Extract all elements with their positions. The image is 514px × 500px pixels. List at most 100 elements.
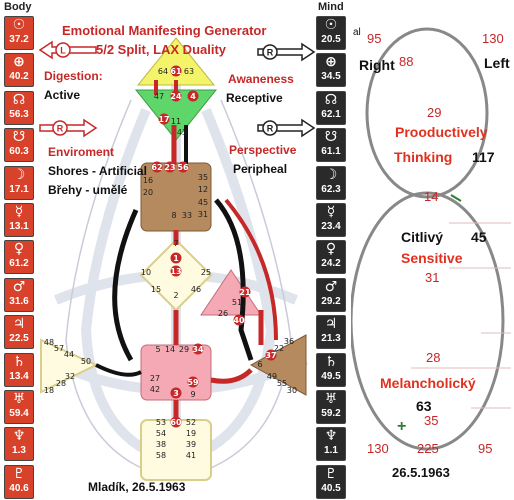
svg-text:R: R: [267, 48, 274, 58]
gate-39: 39: [186, 440, 196, 449]
mind-planet-neptune: ♆1.1: [316, 427, 346, 462]
gate-45: 45: [198, 198, 208, 207]
gate-marker: [170, 252, 182, 264]
gate-20: 20: [143, 188, 153, 197]
gate-54: 54: [156, 429, 166, 438]
body-planet-venus: ♀61.2: [4, 240, 34, 275]
gate-15: 15: [151, 285, 161, 294]
planet-gate-value: 59.2: [321, 408, 341, 419]
gate-6: 6: [257, 360, 262, 369]
neptune-icon: ♆: [12, 428, 26, 445]
variable-ovals: +: [351, 27, 511, 451]
gate-7: 7: [173, 239, 178, 248]
gate-58: 58: [156, 451, 166, 460]
gate-29: 29: [179, 345, 189, 354]
gate-marker: [151, 161, 163, 173]
environment-label: Enviroment: [48, 145, 115, 159]
planet-gate-value: 20.5: [321, 34, 341, 45]
citlivy-value: 45: [471, 229, 487, 245]
gate-34: 34: [192, 345, 204, 354]
venus-icon: ♀: [325, 241, 337, 258]
planet-gate-value: 59.4: [9, 408, 29, 419]
body-planet-north-node: ☊56.3: [4, 90, 34, 125]
body-planet-uranus: ♅59.4: [4, 390, 34, 424]
bodygraph-caption: Mladík, 26.5.1963: [88, 480, 186, 494]
sensitive-label: Sensitive: [401, 250, 463, 266]
body-planet-sun: ☉37.2: [4, 16, 34, 50]
gate-marker: [192, 343, 204, 355]
gate-55: 55: [277, 379, 287, 388]
uranus-icon: ♅: [12, 391, 26, 407]
left-label: Left: [484, 55, 510, 71]
left-arrow-indicator: L: [38, 40, 97, 60]
planet-gate-value: 31.6: [9, 295, 29, 307]
gate-62: 62: [151, 163, 162, 172]
gate-marker: [239, 286, 251, 298]
gate-59: 59: [187, 378, 199, 387]
planet-gate-value: 61.2: [9, 258, 29, 270]
planet-gate-value: 61.1: [321, 146, 341, 158]
jupiter-icon: ♃: [12, 316, 26, 333]
gate-marker: [187, 90, 199, 102]
gate-43: 43: [177, 128, 187, 137]
gate-21: 21: [239, 288, 251, 297]
perspective-label: Perspective: [229, 143, 297, 157]
gate-24: 24: [170, 92, 182, 101]
pluto-icon: ♇: [12, 465, 26, 482]
planet-gate-value: 17.1: [9, 183, 29, 195]
body-planet-pluto: ♇40.6: [4, 464, 34, 499]
gate-14: 14: [165, 345, 175, 354]
mind-planet-venus: ♀24.2: [316, 240, 346, 275]
top-right-number: 130: [482, 31, 504, 46]
gate-53: 53: [156, 418, 166, 427]
mind-planet-uranus: ♅59.2: [316, 390, 346, 424]
gate-3: 3: [173, 389, 179, 398]
jupiter-icon: ♃: [324, 316, 338, 333]
planet-gate-value: 49.5: [321, 370, 341, 382]
gate-16: 16: [143, 176, 153, 185]
root-center: [140, 419, 212, 481]
planet-gate-value: 56.3: [9, 108, 29, 120]
citlivy-label: Citlivý: [401, 229, 444, 245]
al-fragment: al: [353, 27, 361, 38]
gate-46: 46: [191, 285, 201, 294]
mind-planet-moon: ☽62.3: [316, 165, 346, 200]
south-node-icon: ☋: [12, 129, 26, 146]
gate-51: 51: [232, 298, 242, 307]
mind-planet-pluto: ♇40.5: [316, 464, 346, 499]
number-31: 31: [425, 270, 440, 285]
gate-40: 40: [233, 316, 245, 325]
body-planet-jupiter: ♃22.5: [4, 315, 34, 350]
mind-column-title: Mind: [318, 1, 344, 13]
sun-icon: ☉: [12, 17, 26, 33]
melancholic-label: Melancholický: [380, 375, 476, 391]
uranus-icon: ♅: [324, 391, 338, 407]
mercury-icon: ☿: [14, 204, 24, 220]
planet-gate-value: 62.3: [321, 183, 341, 195]
gate-12: 12: [198, 185, 208, 194]
gate-48: 48: [44, 338, 54, 347]
melancholic-value: 63: [416, 398, 432, 414]
svg-text:L: L: [60, 46, 66, 56]
gate-44: 44: [64, 350, 74, 359]
moon-icon: ☽: [12, 166, 26, 183]
gate-11: 11: [171, 117, 181, 126]
right-label: Right: [359, 57, 395, 73]
gate-2: 2: [173, 291, 178, 300]
thinking-value: 117: [472, 149, 495, 165]
body-planet-saturn: ♄13.4: [4, 352, 34, 387]
gate-42: 42: [150, 385, 160, 394]
gate-8: 8: [171, 211, 176, 220]
gate-41: 41: [186, 451, 196, 460]
right-arrow-indicator-2: R: [257, 118, 316, 138]
mercury-icon: ☿: [326, 204, 336, 220]
saturn-icon: ♄: [12, 353, 26, 370]
gate-19: 19: [186, 429, 196, 438]
mind-planet-mercury: ☿23.4: [316, 203, 346, 237]
body-planet-south-node: ☋60.3: [4, 128, 34, 163]
mind-planet-saturn: ♄49.5: [316, 352, 346, 387]
gate-63: 63: [184, 67, 194, 76]
mind-planet-north-node: ☊62.1: [316, 90, 346, 125]
gate-32: 32: [65, 372, 75, 381]
number-28: 28: [426, 350, 441, 365]
